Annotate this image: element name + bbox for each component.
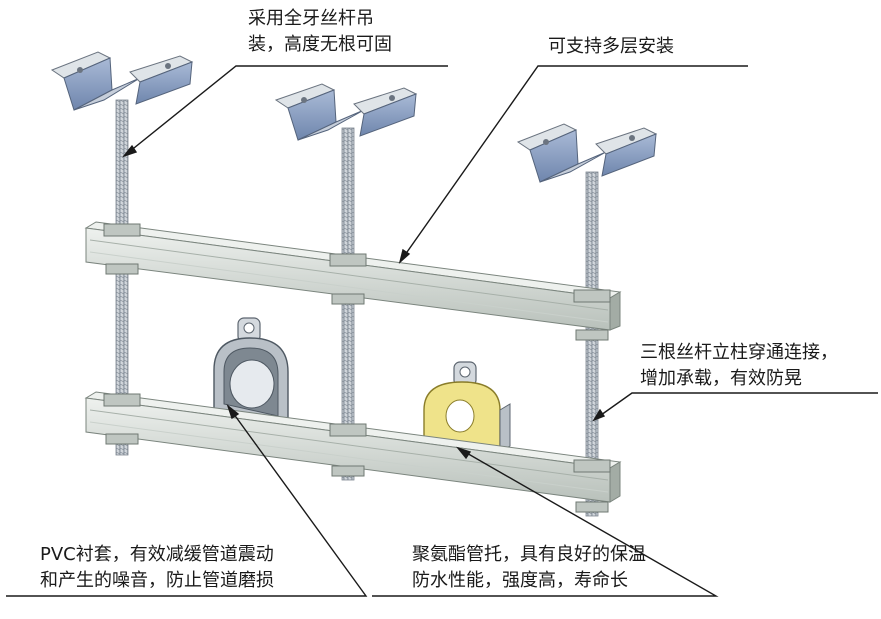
threaded-rod-right xyxy=(585,171,599,517)
leader-three-rods xyxy=(593,392,878,421)
leader-lines xyxy=(6,65,878,597)
ceiling-bracket-right xyxy=(516,123,658,183)
callout-pvc-liner-line2: 和产生的噪音，防止管道磨损 xyxy=(40,570,274,591)
callout-multi-layer: 可支持多层安装 xyxy=(548,34,674,60)
callout-pvc-liner: PVC衬套，有效减缓管道震动 和产生的噪音，防止管道磨损 xyxy=(40,542,274,594)
ceiling-bracket-left xyxy=(50,51,194,111)
callout-pu-support: 聚氨酯管托，具有良好的保温 防水性能，强度高，寿命长 xyxy=(412,542,646,594)
leader-rod-hanging xyxy=(123,65,448,157)
callout-rod-hanging-line1: 采用全牙丝杆吊 xyxy=(248,8,374,29)
callout-pu-support-line2: 防水性能，强度高，寿命长 xyxy=(412,570,628,591)
callout-rod-hanging: 采用全牙丝杆吊 装，高度无根可固 xyxy=(248,6,392,58)
leader-pu-support xyxy=(372,447,719,597)
pvc-clamp xyxy=(213,317,289,425)
threaded-rod-left xyxy=(115,99,129,456)
callout-three-rods-line1: 三根丝杆立柱穿通连接， xyxy=(640,342,838,363)
leader-pvc-liner xyxy=(6,405,368,597)
callout-three-rods-line2: 增加承载，有效防晃 xyxy=(640,368,802,389)
callout-pu-support-line1: 聚氨酯管托，具有良好的保温 xyxy=(412,544,646,565)
ceiling-bracket-middle xyxy=(274,83,418,141)
lower-channel-strut xyxy=(84,391,622,513)
callout-pvc-liner-line1: PVC衬套，有效减缓管道震动 xyxy=(40,544,274,565)
leader-multi-layer xyxy=(399,65,748,263)
callout-rod-hanging-line2: 装，高度无根可固 xyxy=(248,34,392,55)
callout-three-rods: 三根丝杆立柱穿通连接， 增加承载，有效防晃 xyxy=(640,340,838,392)
polyurethane-pipe-support xyxy=(423,361,511,453)
callout-multi-layer-line1: 可支持多层安装 xyxy=(548,36,674,57)
upper-channel-strut xyxy=(84,221,622,341)
